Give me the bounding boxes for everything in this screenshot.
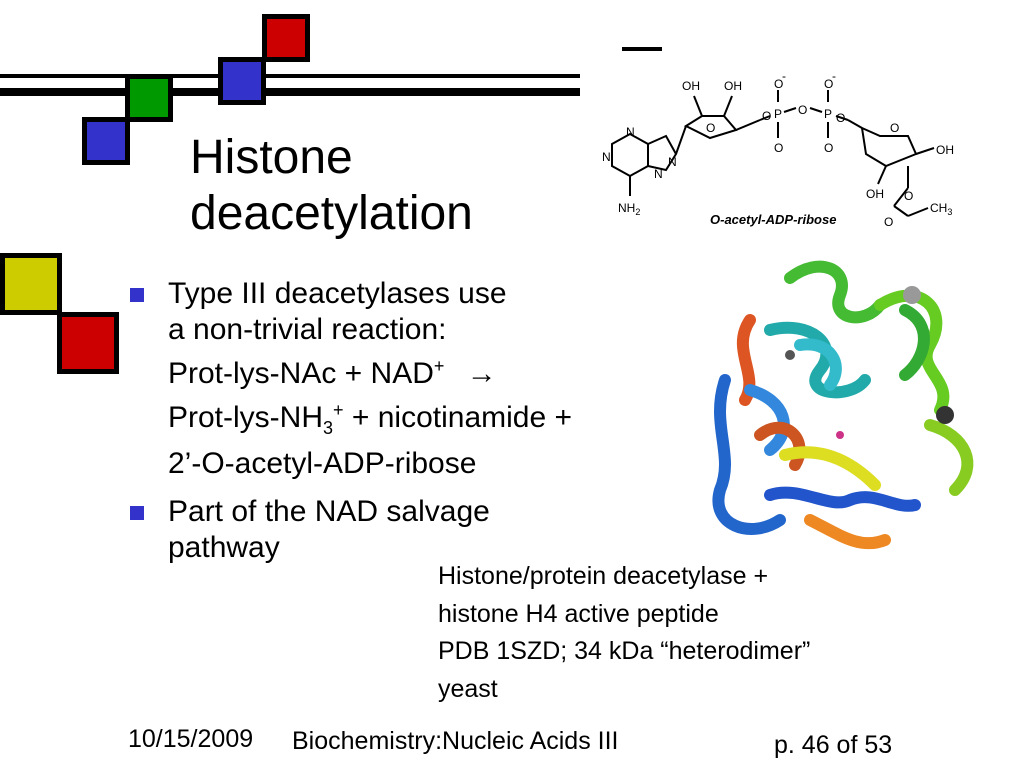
atom-n-7: N [654, 167, 663, 181]
atom-n-3: N [626, 125, 635, 139]
atom-n-9: N [668, 155, 677, 169]
caption-line-4: yeast [438, 674, 498, 703]
deco-square-blue-mid [218, 57, 266, 105]
atom-oh-2: OH [724, 79, 742, 93]
charge-minus-2: - [832, 69, 836, 83]
atom-nh2: NH2 [618, 201, 640, 217]
atom-o-minus-1: O [774, 77, 783, 91]
deco-square-yellow [0, 253, 62, 315]
atom-o-bridge-1: O [762, 109, 771, 123]
deco-square-red-left [57, 312, 119, 374]
title-line-2: deacetylation [190, 187, 473, 240]
bullet-1-line-2: a non-trivial reaction: [168, 313, 447, 346]
footer-page-number: p. 46 of 53 [774, 731, 893, 759]
deco-square-red-top [262, 14, 310, 62]
footer-course: Biochemistry:Nucleic Acids III [292, 727, 619, 755]
atom-n-1: N [602, 150, 611, 164]
bullet-item-2: Part of the NAD salvage pathway [130, 494, 572, 566]
bullet-1-line-4: Prot-lys-NH3+ + nicotinamide + [168, 400, 573, 438]
caption-line-2: histone H4 active peptide [438, 599, 719, 628]
deco-square-green [125, 74, 173, 122]
header-rule-bottom [0, 88, 580, 96]
atom-oh-4: OH [866, 187, 884, 201]
protein-structure-image [712, 260, 974, 550]
atom-o-double-1: O [774, 141, 783, 155]
bullet-1-line-3: Prot-lys-NAc + NAD+ → [168, 356, 497, 390]
chemical-structure-o-acetyl-adp-ribose: N N N N NH2 OH OH O O P O P O O - O - O … [602, 69, 954, 229]
atom-oh-3: OH [936, 143, 954, 157]
bullet-1-line-1: Type III deacetylases use [168, 277, 507, 310]
atom-o-carbonyl: O [884, 215, 893, 229]
atom-ch3: CH3 [930, 201, 952, 217]
bullet-square-icon [130, 288, 144, 302]
atom-o-ring-1: O [706, 121, 715, 135]
atom-o-double-2: O [824, 141, 833, 155]
bullet-square-icon [130, 506, 144, 520]
caption-line-1: Histone/protein deacetylase + [438, 562, 769, 590]
header-dash [622, 47, 662, 51]
atom-oh-1: OH [682, 79, 700, 93]
header-rule-top [0, 74, 580, 78]
figure-caption: Histone/protein deacetylase + histone H4… [438, 558, 810, 708]
structure-label: O-acetyl-ADP-ribose [710, 212, 836, 227]
bullet-2-line-1: Part of the NAD salvage [168, 495, 490, 528]
bullet-item-1: Type III deacetylases use a non-trivial … [130, 276, 572, 482]
charge-minus-1: - [782, 69, 786, 83]
deco-square-blue-left [82, 117, 130, 165]
footer-date: 10/15/2009 [128, 725, 254, 753]
atom-p-2: P [824, 107, 832, 121]
atom-o-minus-2: O [824, 77, 833, 91]
reaction-arrow-icon: → [466, 357, 497, 390]
caption-line-3: PDB 1SZD; 34 kDa “heterodimer” [438, 637, 811, 665]
atom-p-1: P [774, 107, 782, 121]
bullet-1-line-5: 2’-O-acetyl-ADP-ribose [168, 447, 477, 480]
atom-o-bridge-2: O [798, 103, 807, 117]
title-line-1: Histone [190, 131, 353, 184]
bullet-list: Type III deacetylases use a non-trivial … [130, 276, 572, 578]
atom-o-bridge-3: O [836, 111, 845, 125]
slide-title: Histone deacetylation [190, 130, 473, 242]
bullet-2-line-2: pathway [168, 531, 280, 564]
atom-o-ring-2: O [890, 121, 899, 135]
atom-o-ester: O [904, 189, 913, 203]
